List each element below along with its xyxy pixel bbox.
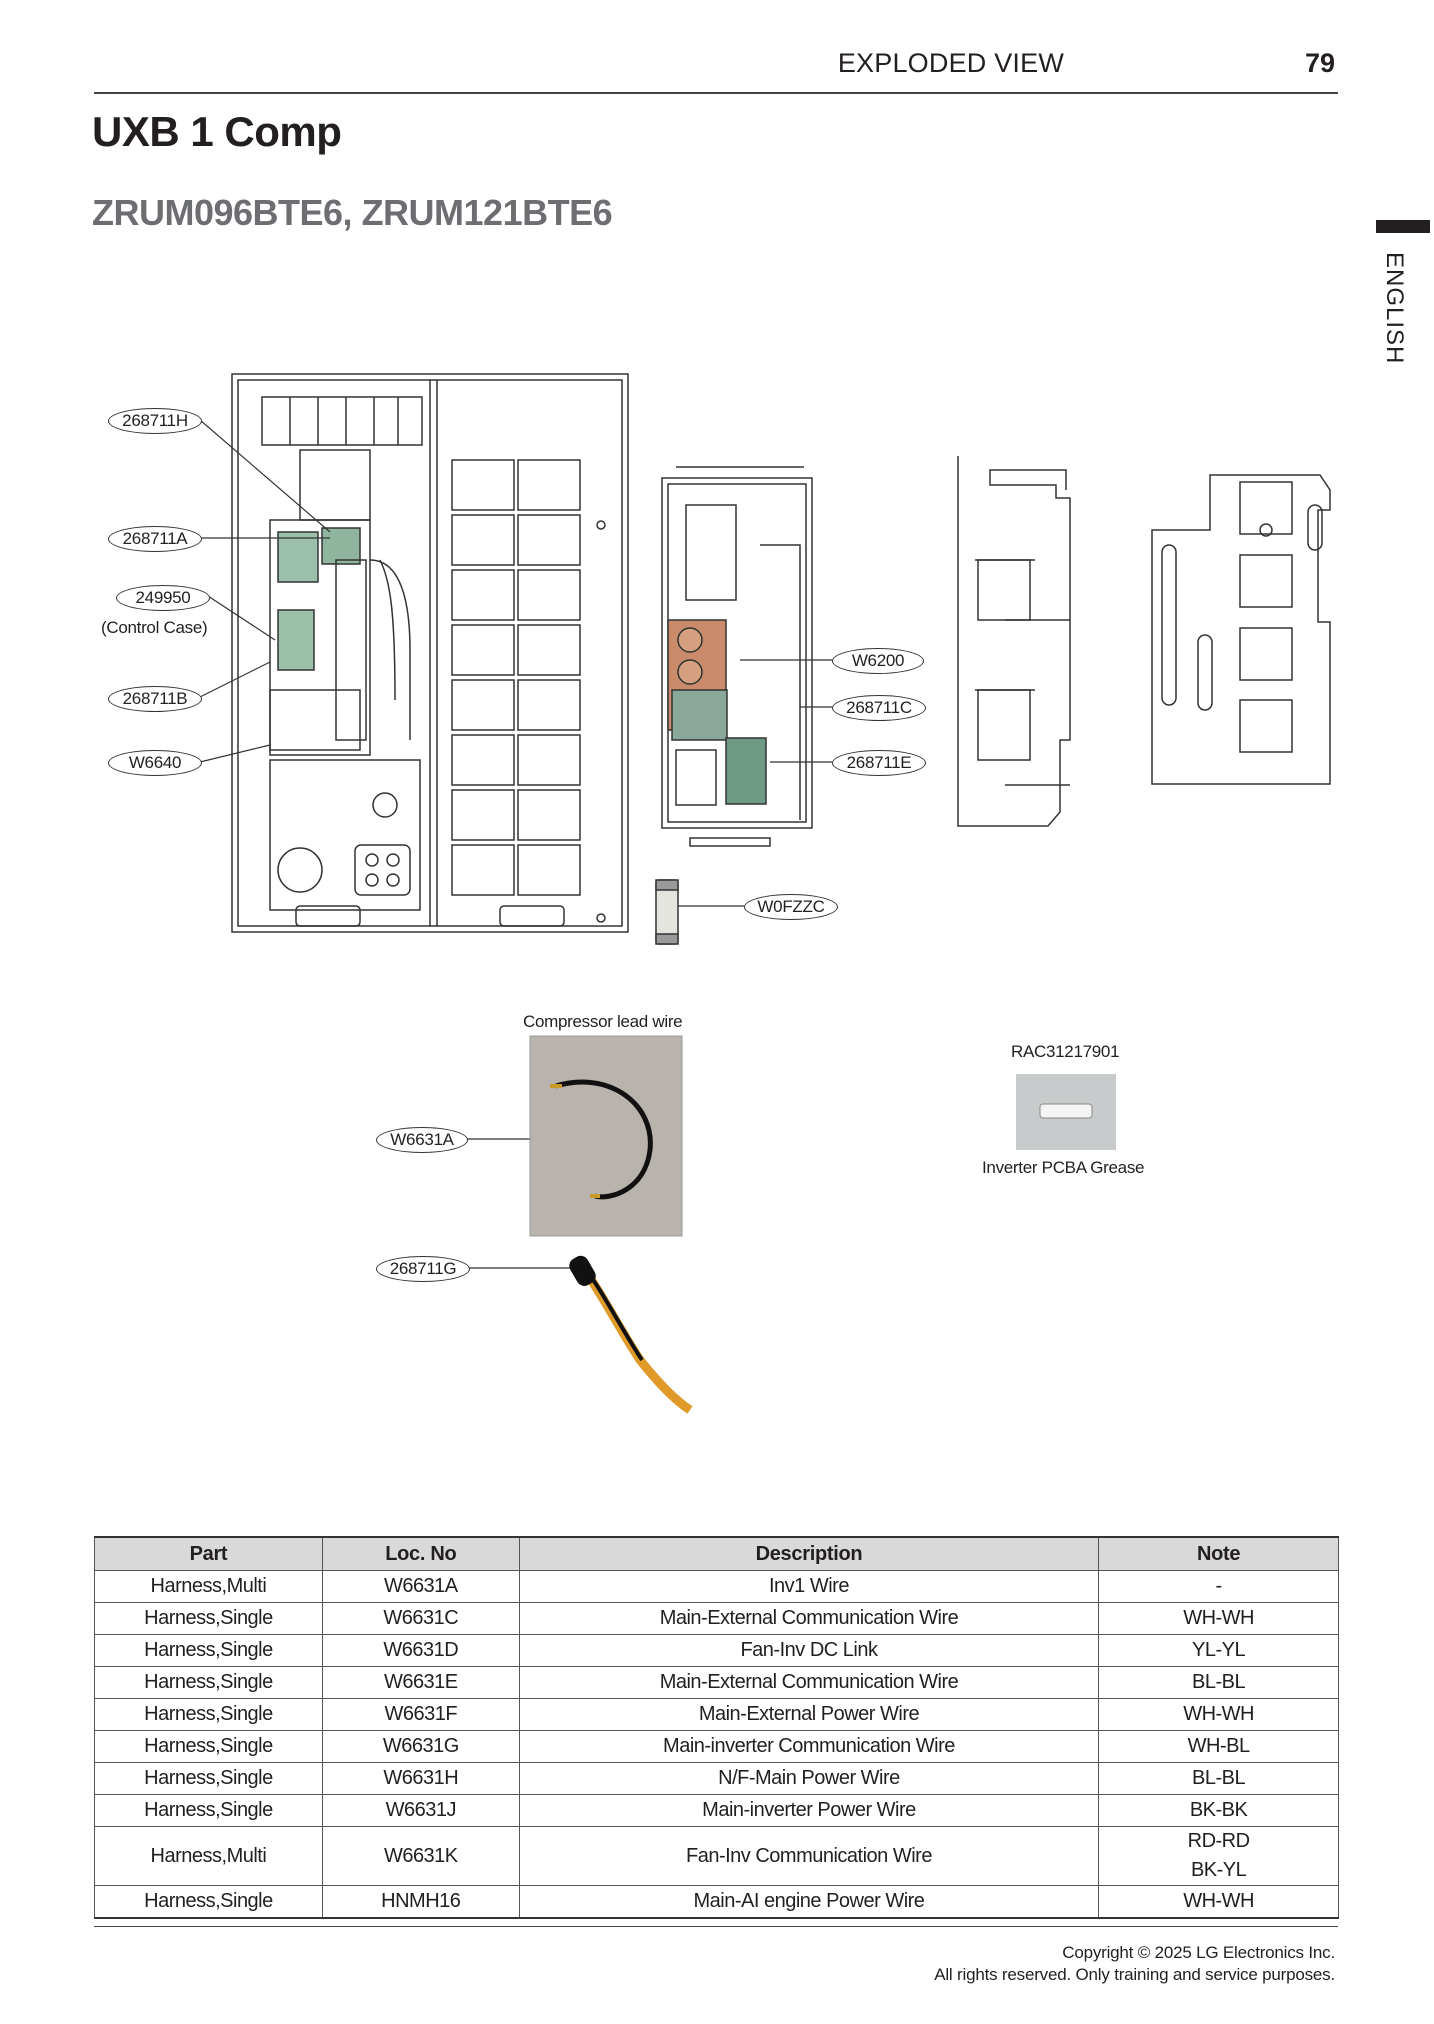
cell-part: Harness,Multi (94, 1570, 323, 1603)
cell-part: Harness,Multi (94, 1826, 323, 1886)
cell-note-line1: RD-RD (1187, 1830, 1250, 1852)
cell-note: BK-BK (1098, 1794, 1339, 1827)
table-row: Harness,Single HNMH16 Main-AI engine Pow… (94, 1885, 1339, 1919)
inverter-box (661, 466, 813, 847)
cell-note-line2: BK-YL (1190, 1859, 1247, 1881)
cell-part: Harness,Single (94, 1698, 323, 1731)
sensor-wire-photo (569, 1255, 693, 1414)
cell-loc: W6631G (321, 1730, 520, 1763)
col-header-description: Description (518, 1536, 1100, 1571)
table-row: Harness,Single W6631H N/F-Main Power Wir… (94, 1762, 1339, 1795)
grease-photo (1016, 1074, 1116, 1150)
callout-268711G: 268711G (376, 1256, 470, 1282)
cell-part: Harness,Single (94, 1885, 323, 1919)
control-case-label: (Control Case) (101, 618, 208, 637)
cell-note: BL-BL (1098, 1666, 1339, 1699)
table-row: Harness,Single W6631F Main-External Powe… (94, 1698, 1339, 1731)
table-row: Harness,Single W6631D Fan-Inv DC Link YL… (94, 1634, 1339, 1667)
callout-249950: 249950 (116, 585, 210, 611)
cell-part: Harness,Single (94, 1666, 323, 1699)
table-row: Harness,Multi W6631A Inv1 Wire - (94, 1570, 1339, 1603)
table-row: Harness,Multi W6631K Fan-Inv Communicati… (94, 1826, 1339, 1886)
cell-loc: W6631E (321, 1666, 520, 1699)
cell-loc: W6631K (321, 1826, 520, 1886)
compressor-lead-wire-photo (529, 1035, 683, 1237)
table-row: Harness,Single W6631E Main-External Comm… (94, 1666, 1339, 1699)
model-subtitle: ZRUM096BTE6, ZRUM121BTE6 (92, 192, 613, 233)
table-row: Harness,Single W6631G Main-inverter Comm… (94, 1730, 1339, 1763)
callout-268711A: 268711A (108, 526, 202, 552)
cell-part: Harness,Single (94, 1762, 323, 1795)
cell-loc: W6631H (321, 1762, 520, 1795)
control-case (269, 519, 371, 756)
cell-desc: N/F-Main Power Wire (518, 1762, 1100, 1795)
exploded-view-diagram (199, 373, 1331, 1414)
side-bracket (957, 456, 1071, 827)
callout-W0FZZC: W0FZZC (744, 894, 838, 920)
cell-part: Harness,Single (94, 1602, 323, 1635)
callout-268711C: 268711C (832, 695, 926, 721)
grease-label: Inverter PCBA Grease (982, 1158, 1145, 1177)
cell-desc: Main-inverter Power Wire (518, 1794, 1100, 1827)
cell-note: - (1098, 1570, 1339, 1603)
cell-loc: W6631F (321, 1698, 520, 1731)
section-title: EXPLODED VIEW (837, 48, 1064, 78)
callout-W6640: W6640 (108, 750, 202, 776)
cell-note: BL-BL (1098, 1762, 1339, 1795)
cell-loc: W6631A (321, 1570, 520, 1603)
col-header-loc-no: Loc. No (321, 1536, 520, 1571)
cell-desc: Main-inverter Communication Wire (518, 1730, 1100, 1763)
back-plate (1151, 474, 1331, 785)
compressor-lead-wire-label: Compressor lead wire (523, 1012, 683, 1031)
cell-note: WH-BL (1098, 1730, 1339, 1763)
cell-desc: Main-External Power Wire (518, 1698, 1100, 1731)
cell-note: WH-WH (1098, 1602, 1339, 1635)
outdoor-unit-cabinet (231, 373, 629, 933)
footer-rule (94, 1926, 1338, 1927)
grease-part-number: RAC31217901 (1011, 1042, 1120, 1061)
callout-268711E: 268711E (832, 750, 926, 776)
cell-loc: W6631D (321, 1634, 520, 1667)
cell-desc: Fan-Inv Communication Wire (518, 1826, 1100, 1886)
table-row: Harness,Single W6631C Main-External Comm… (94, 1602, 1339, 1635)
table-row: Harness,Single W6631J Main-inverter Powe… (94, 1794, 1339, 1827)
parts-table: Part Loc. No Description Note Harness,Mu… (94, 1536, 1339, 1919)
cell-desc: Inv1 Wire (518, 1570, 1100, 1603)
cell-desc: Fan-Inv DC Link (518, 1634, 1100, 1667)
table-header-row: Part Loc. No Description Note (94, 1536, 1339, 1571)
cell-note: YL-YL (1098, 1634, 1339, 1667)
heat-exchanger-grid (451, 459, 581, 896)
cell-desc: Main-External Communication Wire (518, 1666, 1100, 1699)
cell-loc: HNMH16 (321, 1885, 520, 1919)
rights-text: All rights reserved. Only training and s… (934, 1965, 1335, 1984)
cell-note: WH-WH (1098, 1698, 1339, 1731)
page-number: 79 (1305, 48, 1336, 78)
header-rule (94, 92, 1338, 94)
cell-part: Harness,Single (94, 1634, 323, 1667)
language-tab-label: ENGLISH (1381, 252, 1408, 365)
callout-268711B: 268711B (108, 686, 202, 712)
callout-W6200: W6200 (832, 648, 924, 674)
cell-desc: Main-AI engine Power Wire (518, 1885, 1100, 1919)
page-title: UXB 1 Comp (92, 108, 342, 155)
callout-W6631A: W6631A (376, 1127, 468, 1153)
language-tab-bar (1376, 220, 1430, 233)
copyright-text: Copyright © 2025 LG Electronics Inc. (1062, 1943, 1335, 1962)
cell-loc: W6631C (321, 1602, 520, 1635)
cell-part: Harness,Single (94, 1794, 323, 1827)
col-header-note: Note (1098, 1536, 1339, 1571)
cell-note: WH-WH (1098, 1885, 1339, 1919)
col-header-part: Part (94, 1536, 323, 1571)
cell-desc: Main-External Communication Wire (518, 1602, 1100, 1635)
cell-note: RD-RD BK-YL (1098, 1826, 1339, 1886)
cell-part: Harness,Single (94, 1730, 323, 1763)
cell-loc: W6631J (321, 1794, 520, 1827)
callout-268711H: 268711H (108, 408, 202, 434)
